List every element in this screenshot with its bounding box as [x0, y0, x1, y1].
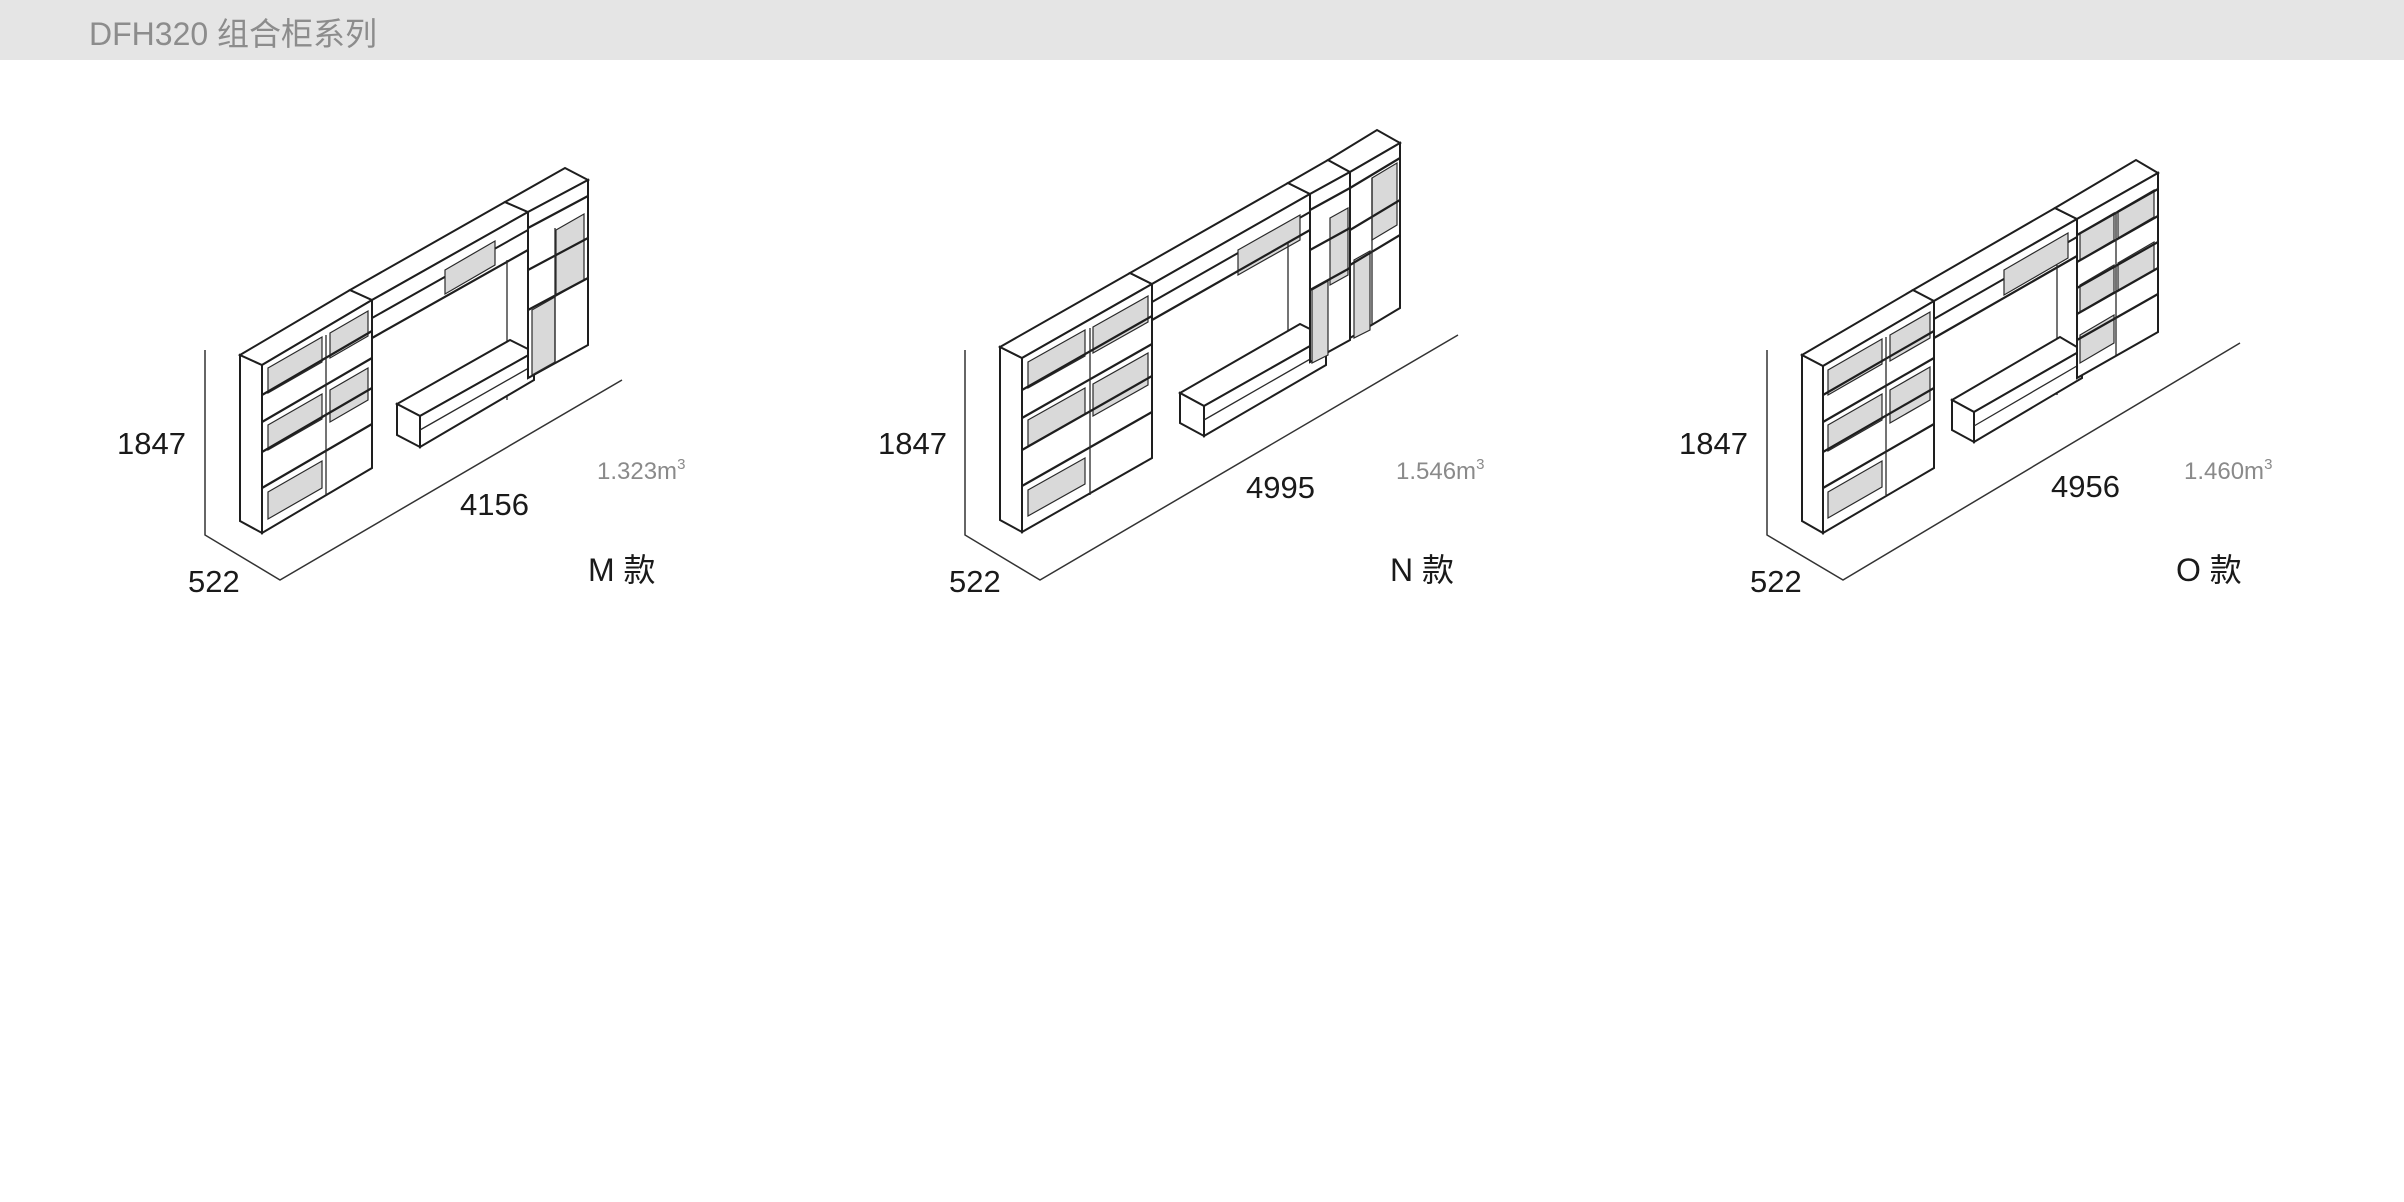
cabinet-drawing-n: [964, 128, 1459, 581]
depth-dimension: 522: [949, 564, 1001, 599]
height-dimension: 1847: [878, 426, 947, 461]
variant-name: M 款: [588, 552, 656, 588]
variant-m: 1847 522 4156 1.323m3 M 款: [0, 100, 760, 660]
width-dimension: 4956: [2051, 469, 2120, 504]
volume-label: 1.323m3: [597, 456, 686, 485]
height-dimension: 1847: [1679, 426, 1748, 461]
cabinet-drawing-o: [1766, 158, 2241, 581]
width-dimension: 4156: [460, 487, 529, 522]
variant-name: O 款: [2176, 552, 2242, 588]
variant-n: 1847 522 4995 1.546m3 N 款: [760, 100, 1520, 660]
page-title: DFH320 组合柜系列: [89, 16, 378, 52]
variant-name: N 款: [1390, 552, 1455, 588]
depth-dimension: 522: [1750, 564, 1802, 599]
cabinet-drawing-m: [204, 166, 623, 581]
width-dimension: 4995: [1246, 470, 1315, 505]
variant-o: 1847 522 4956 1.460m3 O 款: [1560, 100, 2320, 660]
volume-label: 1.546m3: [1396, 456, 1485, 485]
height-dimension: 1847: [117, 426, 186, 461]
volume-label: 1.460m3: [2184, 456, 2273, 485]
depth-dimension: 522: [188, 564, 240, 599]
header-bar: DFH320 组合柜系列: [0, 0, 2404, 60]
